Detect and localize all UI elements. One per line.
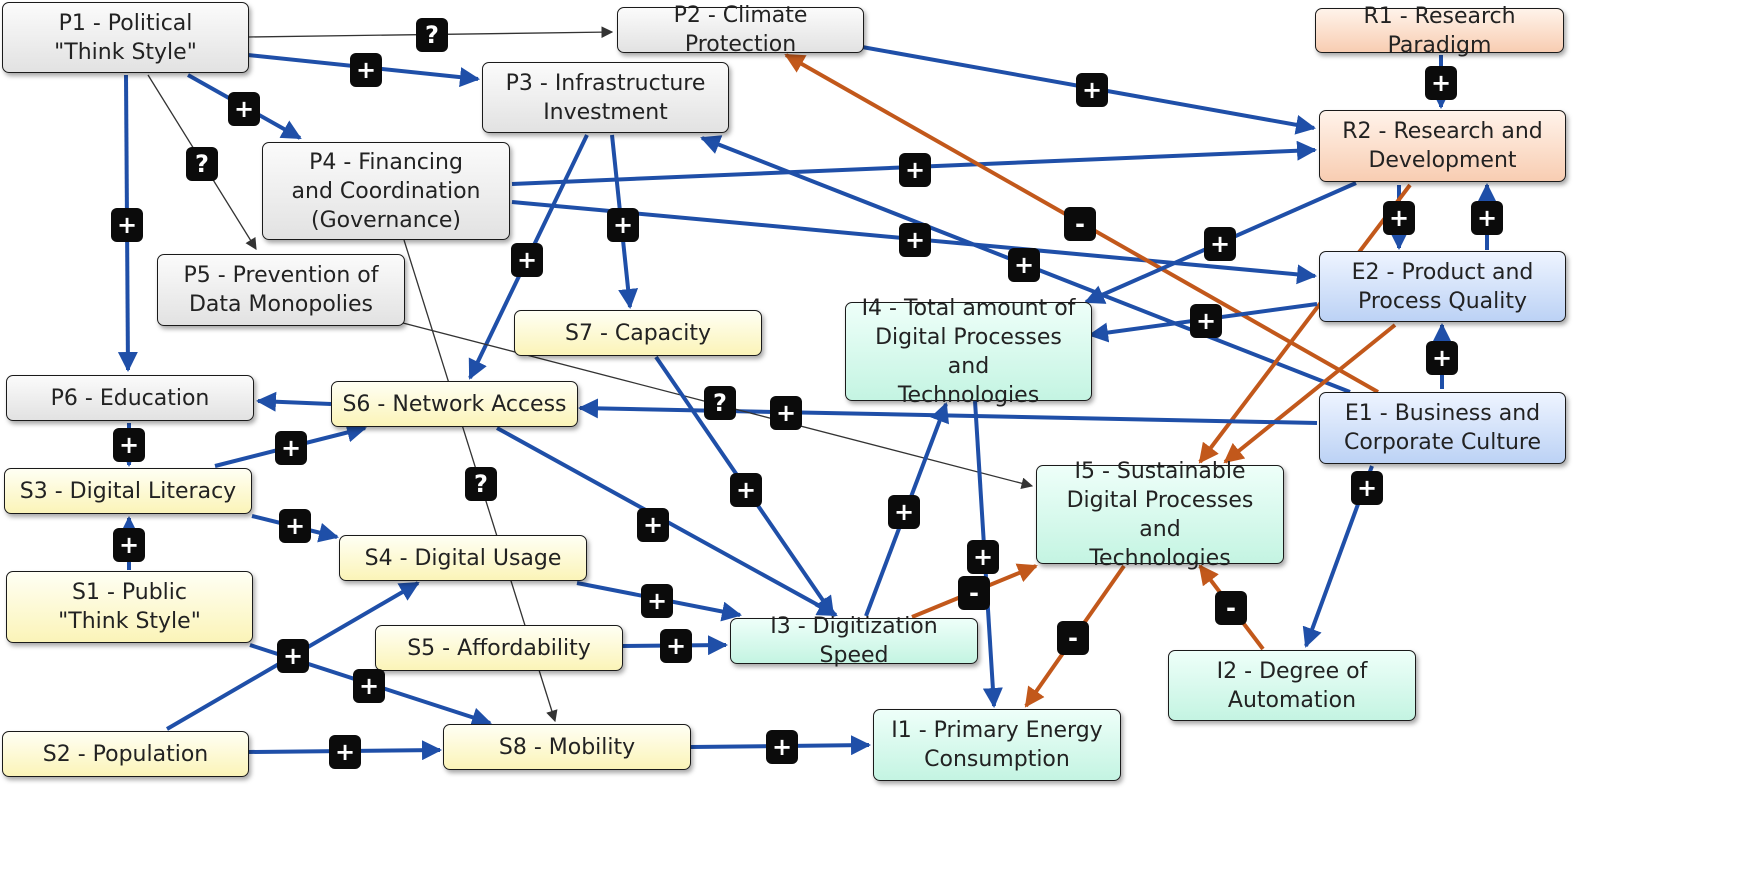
node-p6: P6 - Education	[6, 375, 254, 421]
edge-sign-badge-p2-r2: +	[1076, 73, 1108, 107]
edge-sign-badge-e1-e2: +	[1426, 341, 1458, 375]
node-i2: I2 - Degree of Automation	[1168, 650, 1416, 721]
node-s6: S6 - Network Access	[331, 381, 578, 427]
edge-sign-badge-s3-s4: +	[279, 509, 311, 543]
edge-sign-badge-i3-i4: +	[888, 495, 920, 529]
edge-sign-badge-p6-s3: +	[113, 428, 145, 462]
node-p3: P3 - Infrastructure Investment	[482, 62, 729, 133]
edge-sign-badge-i5-i1: -	[1057, 621, 1089, 655]
edge-sign-badge-e2-i4: +	[1190, 304, 1222, 338]
edge-sign-badge-s2-s8: +	[329, 735, 361, 769]
edge-sign-badge-e1-p3: +	[1008, 248, 1040, 282]
edge-sign-badge-i4-i1: +	[967, 540, 999, 574]
edge-sign-badge-p4-e2: +	[899, 223, 931, 257]
edge-sign-badge-s7-i3: +	[730, 473, 762, 507]
node-i4: I4 - Total amount of Digital Processes a…	[845, 296, 1092, 408]
node-e1: E1 - Business and Corporate Culture	[1319, 392, 1566, 464]
edge-sign-badge-p5-i5: ?	[704, 386, 736, 420]
edge-s6-p6	[256, 391, 332, 412]
edge-sign-badge-p1-p5: ?	[186, 147, 218, 181]
node-e2: E2 - Product and Process Quality	[1319, 251, 1566, 322]
edge-sign-badge-s3-s6: +	[275, 431, 307, 465]
edge-sign-badge-s6-i3: +	[637, 508, 669, 542]
edge-sign-badge-i3-i5: -	[958, 576, 990, 610]
edge-sign-badge-e1-i2: +	[1351, 471, 1383, 505]
edge-r2-i5	[1198, 183, 1412, 464]
node-i5: I5 - Sustainable Digital Processes and T…	[1036, 459, 1284, 571]
edge-e2-i5	[1223, 323, 1397, 464]
edge-sign-badge-e1-r2: +	[1471, 201, 1503, 235]
edge-sign-badge-p3-s7: +	[607, 208, 639, 242]
node-p1: P1 - Political "Think Style"	[2, 2, 249, 73]
edge-sign-badge-r2-e2: +	[1383, 201, 1415, 235]
node-r2: R2 - Research and Development	[1319, 110, 1566, 182]
edge-sign-badge-p3-s6: +	[511, 243, 543, 277]
node-s7: S7 - Capacity	[514, 310, 762, 356]
edge-sign-badge-p1-p4: +	[228, 92, 260, 126]
node-s3: S3 - Digital Literacy	[4, 468, 252, 514]
edge-sign-badge-s4-i3: +	[641, 584, 673, 618]
edge-sign-badge-e1-p2: -	[1064, 207, 1096, 241]
edge-sign-badge-s8-i1: +	[766, 730, 798, 764]
node-s5: S5 - Affordability	[375, 625, 623, 671]
node-p4: P4 - Financing and Coordination (Governa…	[262, 142, 510, 240]
node-i3: I3 - Digitization Speed	[730, 614, 978, 668]
edge-sign-badge-p4-s8: ?	[465, 467, 497, 501]
edge-sign-badge-p4-r2: +	[899, 153, 931, 187]
edge-sign-badge-s2-s4: +	[277, 639, 309, 673]
node-s4: S4 - Digital Usage	[339, 535, 587, 581]
edge-sign-badge-e1-s6: +	[770, 396, 802, 430]
edge-sign-badge-r1-r2: +	[1425, 66, 1457, 100]
node-r1: R1 - Research Paradigm	[1315, 4, 1564, 58]
node-i1: I1 - Primary Energy Consumption	[873, 709, 1121, 781]
edge-sign-badge-p1-p6: +	[111, 208, 143, 242]
node-s1: S1 - Public "Think Style"	[6, 571, 253, 643]
edge-sign-badge-s1-s3: +	[113, 528, 145, 562]
edge-sign-badge-p1-p3: +	[350, 53, 382, 87]
edge-sign-badge-p1-p2: ?	[416, 18, 448, 52]
edge-sign-badge-s1-s8: +	[353, 669, 385, 703]
node-s8: S8 - Mobility	[443, 724, 691, 770]
edge-sign-badge-r2-i4: +	[1204, 227, 1236, 261]
node-p2: P2 - Climate Protection	[617, 3, 864, 57]
edge-sign-badge-i2-i5: -	[1215, 591, 1247, 625]
node-p5: P5 - Prevention of Data Monopolies	[157, 254, 405, 326]
edge-sign-badge-s5-i3: +	[660, 629, 692, 663]
node-s2: S2 - Population	[2, 731, 249, 777]
